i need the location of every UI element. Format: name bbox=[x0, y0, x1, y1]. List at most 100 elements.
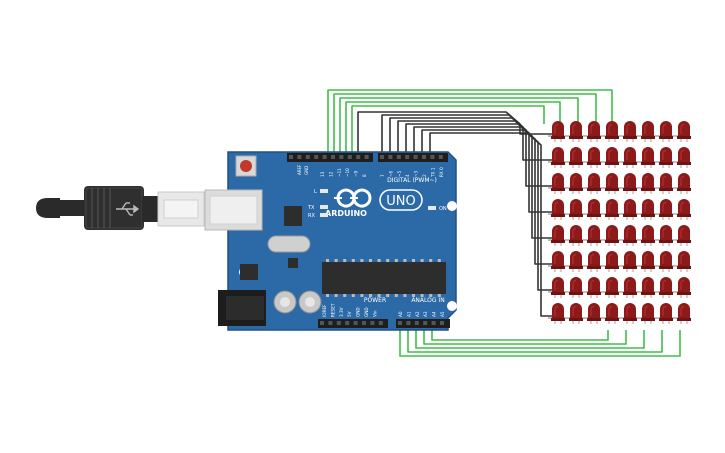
led bbox=[641, 173, 655, 194]
led bbox=[551, 225, 565, 246]
digital-pin-label: 8 bbox=[362, 174, 367, 177]
wire bbox=[407, 323, 663, 353]
led bbox=[551, 173, 565, 194]
led bbox=[641, 225, 655, 246]
usb-chip bbox=[284, 206, 302, 226]
led bbox=[551, 147, 565, 168]
led bbox=[551, 277, 565, 298]
led bbox=[569, 147, 583, 168]
l-led bbox=[320, 189, 328, 193]
led bbox=[677, 303, 691, 324]
led bbox=[623, 173, 637, 194]
brand-label: ARDUINO bbox=[325, 209, 367, 218]
led bbox=[641, 303, 655, 324]
led bbox=[587, 251, 601, 272]
arduino-uno-board[interactable]: ARDUINO UNO L TX RX ON DIGITAL (PWM~) PO… bbox=[204, 151, 457, 331]
led bbox=[659, 225, 673, 246]
led bbox=[677, 225, 691, 246]
led bbox=[569, 121, 583, 142]
digital-pin-label: RX 0 bbox=[439, 167, 444, 177]
led bbox=[641, 277, 655, 298]
led bbox=[659, 303, 673, 324]
led bbox=[587, 225, 601, 246]
rx-led bbox=[320, 213, 328, 217]
led bbox=[641, 199, 655, 220]
led-matrix bbox=[548, 121, 691, 324]
wire bbox=[351, 105, 545, 157]
led bbox=[659, 251, 673, 272]
digital-section-label: DIGITAL (PWM~) bbox=[387, 177, 437, 184]
led bbox=[587, 173, 601, 194]
voltage-regulator bbox=[240, 264, 258, 280]
led bbox=[677, 199, 691, 220]
led bbox=[677, 251, 691, 272]
led bbox=[569, 277, 583, 298]
digital-pin-label: 12 bbox=[328, 171, 333, 177]
led bbox=[623, 251, 637, 272]
power-header bbox=[318, 319, 388, 328]
led bbox=[623, 303, 637, 324]
power-pin-label: 5V bbox=[347, 311, 352, 317]
led bbox=[605, 147, 619, 168]
led bbox=[605, 199, 619, 220]
digital-pin-label: TX 1 bbox=[430, 167, 435, 178]
atmega-chip bbox=[322, 259, 446, 297]
digital-pin-label: 4 bbox=[405, 174, 410, 177]
wire bbox=[339, 97, 579, 157]
power-pin-label: GND bbox=[364, 307, 369, 317]
led bbox=[659, 121, 673, 142]
led bbox=[569, 173, 583, 194]
led bbox=[587, 303, 601, 324]
led bbox=[659, 147, 673, 168]
gnd-label: GND bbox=[304, 166, 309, 175]
led bbox=[641, 121, 655, 142]
led bbox=[677, 121, 691, 142]
analog-header bbox=[396, 319, 450, 328]
wire bbox=[429, 132, 552, 317]
led bbox=[551, 303, 565, 324]
digital-pin-label: ~11 bbox=[337, 168, 342, 177]
digital-pin-label: ~5 bbox=[397, 170, 402, 177]
led bbox=[587, 199, 601, 220]
crystal bbox=[267, 235, 311, 253]
on-label: ON bbox=[439, 206, 447, 212]
digital-pin-label: 7 bbox=[380, 174, 385, 177]
digital-pin-label: ~9 bbox=[354, 170, 359, 177]
led bbox=[659, 277, 673, 298]
digital-header-right bbox=[378, 153, 448, 162]
model-label: UNO bbox=[386, 194, 415, 209]
wire bbox=[327, 89, 613, 157]
usb-cable bbox=[36, 186, 205, 230]
led bbox=[605, 303, 619, 324]
led bbox=[659, 173, 673, 194]
wire bbox=[431, 323, 609, 341]
led bbox=[623, 147, 637, 168]
led bbox=[641, 147, 655, 168]
led bbox=[551, 199, 565, 220]
tx-led bbox=[320, 205, 328, 209]
wire bbox=[333, 93, 597, 157]
wire bbox=[345, 101, 561, 157]
wire bbox=[399, 323, 681, 357]
led bbox=[605, 173, 619, 194]
on-led bbox=[428, 206, 436, 210]
rx-label: RX bbox=[308, 213, 315, 219]
led bbox=[677, 173, 691, 194]
wire bbox=[415, 323, 645, 349]
mounting-hole bbox=[447, 301, 457, 311]
digital-pin-label: ~6 bbox=[388, 170, 393, 177]
power-pin-label: Vin bbox=[372, 310, 377, 317]
tx-label: TX bbox=[307, 205, 315, 211]
led bbox=[587, 147, 601, 168]
analog-pin-label: A0 bbox=[398, 311, 403, 317]
wire bbox=[423, 323, 627, 345]
analog-section-label: ANALOG IN bbox=[411, 297, 444, 304]
analog-pin-label: A2 bbox=[415, 311, 420, 317]
mounting-hole bbox=[447, 201, 457, 211]
led bbox=[605, 225, 619, 246]
reset-button[interactable] bbox=[235, 155, 257, 177]
led bbox=[605, 121, 619, 142]
aref-label: AREF bbox=[297, 164, 302, 175]
led bbox=[551, 121, 565, 142]
